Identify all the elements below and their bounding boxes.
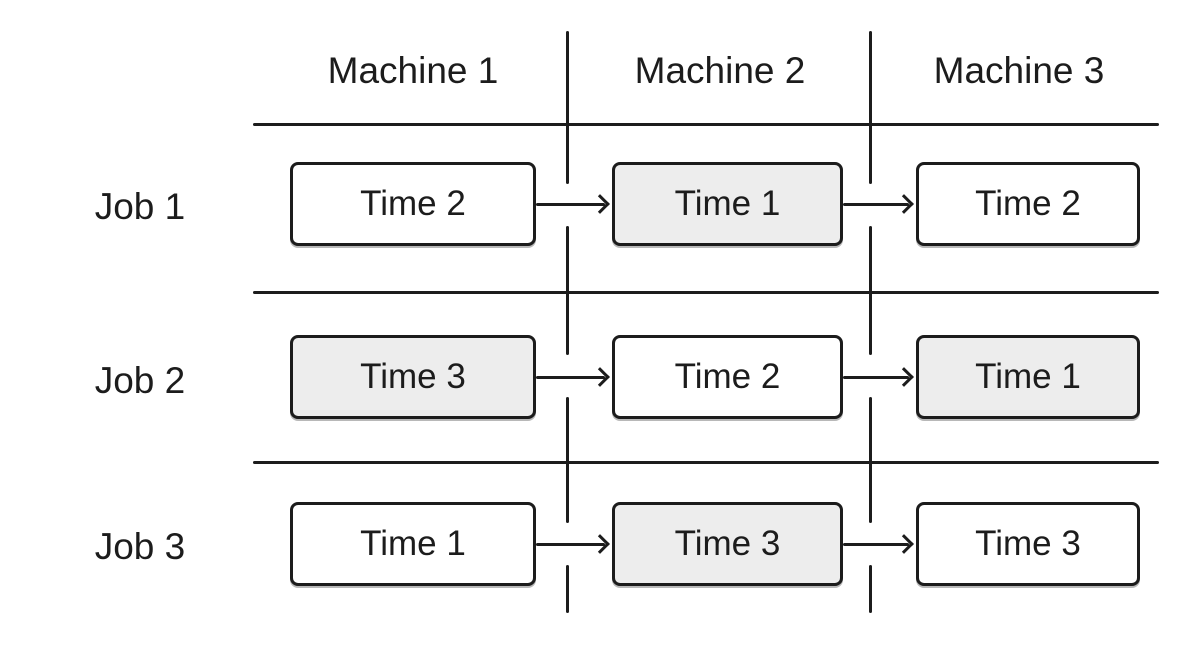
arrow-head: [894, 366, 914, 387]
arrow-shaft: [843, 542, 909, 546]
task-box-job3-machine2: Time 3: [612, 502, 843, 586]
arrow-shaft: [536, 375, 605, 379]
arrow-shaft: [843, 375, 909, 379]
row-label-job-3: Job 3: [94, 526, 186, 567]
row-label-job-1: Job 1: [94, 186, 186, 227]
column-separator: [566, 397, 569, 523]
column-header-machine-2: Machine 2: [634, 50, 806, 91]
header-underline: [253, 123, 1159, 126]
arrow-shaft: [843, 202, 909, 206]
task-box-job2-machine3: Time 1: [916, 335, 1140, 419]
arrow-head: [590, 366, 610, 387]
column-separator: [869, 31, 872, 184]
flow-arrow-icon: [536, 361, 610, 393]
flow-arrow-icon: [536, 528, 610, 560]
arrow-head: [590, 193, 610, 214]
row-separator: [253, 291, 1159, 294]
column-separator: [869, 397, 872, 523]
arrow-head: [590, 533, 610, 554]
flow-arrow-icon: [536, 188, 610, 220]
arrow-head: [894, 533, 914, 554]
task-box-job3-machine3: Time 3: [916, 502, 1140, 586]
task-box-job2-machine1: Time 3: [290, 335, 536, 419]
column-header-machine-1: Machine 1: [327, 50, 499, 91]
column-header-machine-3: Machine 3: [933, 50, 1105, 91]
flow-arrow-icon: [843, 188, 914, 220]
column-separator: [869, 226, 872, 355]
flow-arrow-icon: [843, 361, 914, 393]
task-box-job1-machine2: Time 1: [612, 162, 843, 246]
task-box-job1-machine3: Time 2: [916, 162, 1140, 246]
row-label-job-2: Job 2: [94, 360, 186, 401]
column-separator: [566, 31, 569, 184]
column-separator: [869, 565, 872, 613]
column-separator: [566, 226, 569, 355]
task-box-job2-machine2: Time 2: [612, 335, 843, 419]
column-separator: [566, 565, 569, 613]
arrow-shaft: [536, 542, 605, 546]
arrow-shaft: [536, 202, 605, 206]
flow-arrow-icon: [843, 528, 914, 560]
task-box-job3-machine1: Time 1: [290, 502, 536, 586]
arrow-head: [894, 193, 914, 214]
row-separator: [253, 461, 1159, 464]
task-box-job1-machine1: Time 2: [290, 162, 536, 246]
